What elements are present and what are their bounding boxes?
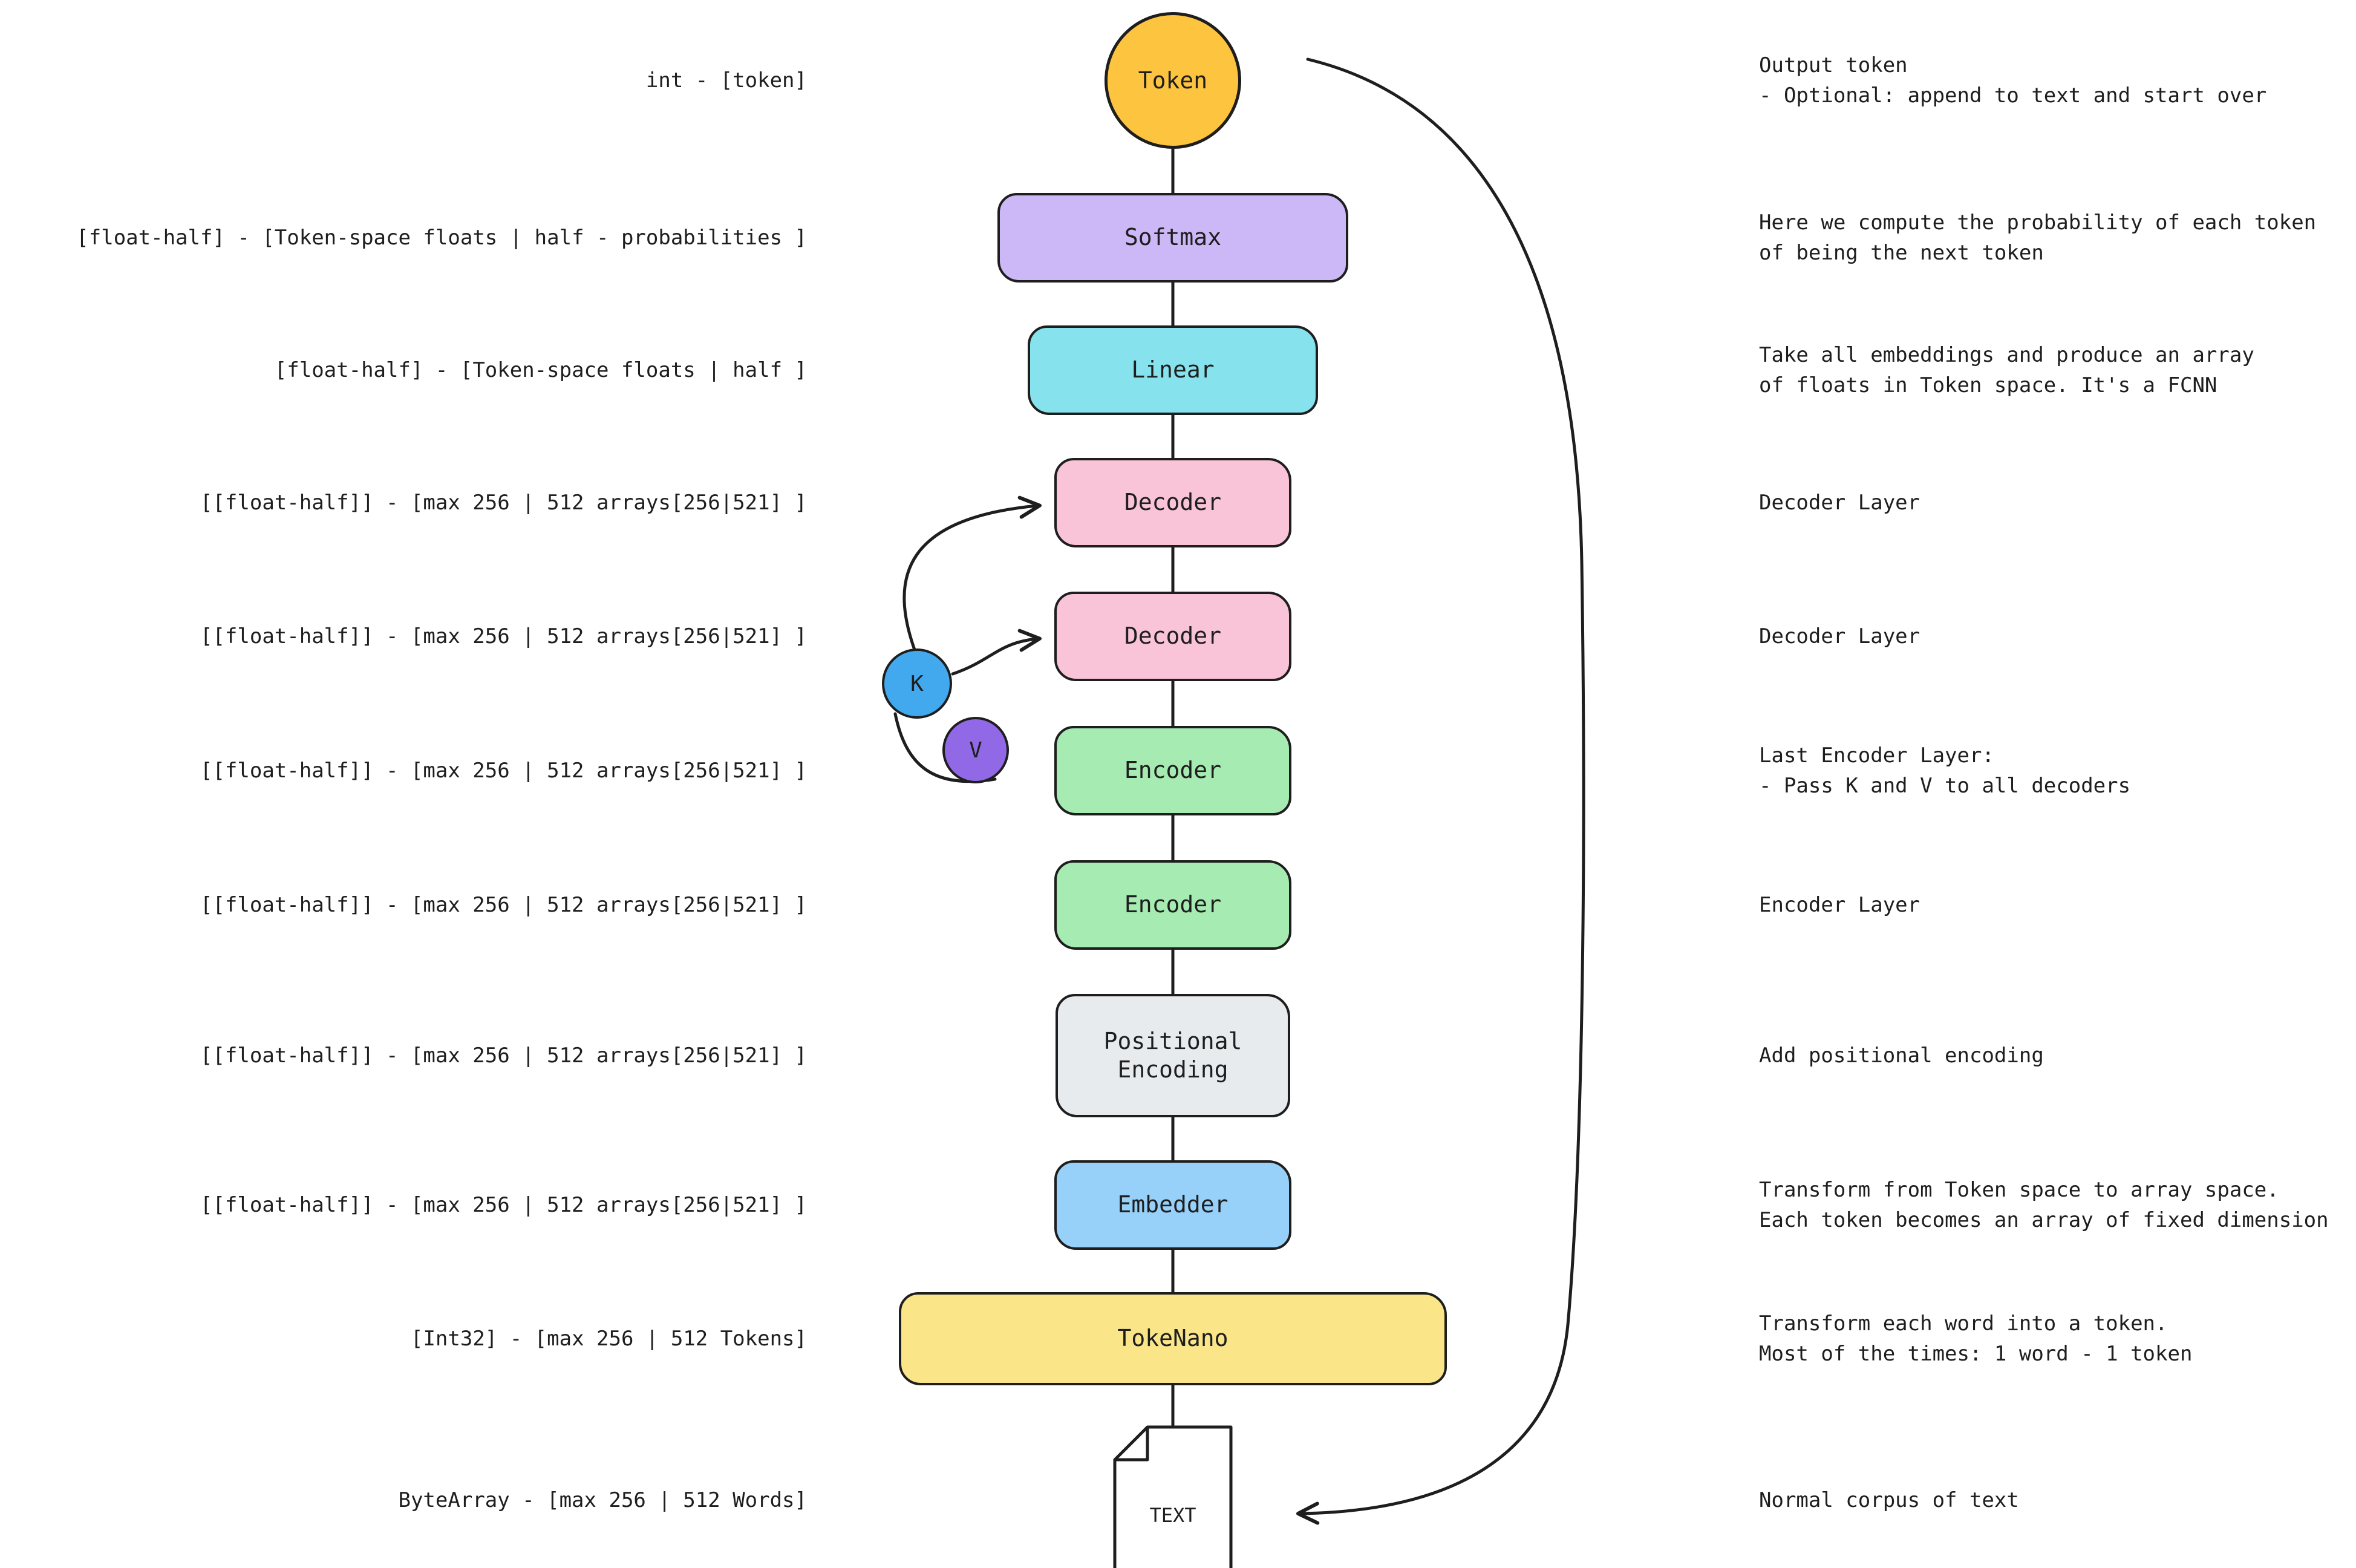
right-note-encoder-1: Last Encoder Layer: - Pass K and V to al… — [1759, 740, 2130, 801]
left-label-positional-encoding: [[float-half]] - [max 256 | 512 arrays[2… — [200, 1044, 807, 1068]
left-label-text: ByteArray - [max 256 | 512 Words] — [398, 1488, 807, 1512]
right-note-linear: Take all embeddings and produce an array… — [1759, 340, 2254, 400]
right-note-token-line-2: - Optional: append to text and start ove… — [1759, 83, 2267, 108]
left-label-encoder-1: [[float-half]] - [max 256 | 512 arrays[2… — [200, 759, 807, 783]
node-linear-label: Linear — [1131, 356, 1215, 384]
node-decoder-1: Decoder — [1054, 458, 1291, 547]
kv-arrow-to-decoder-1 — [902, 495, 1042, 652]
left-label-encoder-2: [[float-half]] - [max 256 | 512 arrays[2… — [200, 893, 807, 917]
right-note-decoder-1: Decoder Layer — [1759, 491, 1920, 515]
right-note-token-line-1: Output token — [1759, 53, 1908, 77]
node-encoder-2-label: Encoder — [1124, 891, 1222, 918]
right-note-embedder: Transform from Token space to array spac… — [1759, 1175, 2329, 1235]
node-softmax-label: Softmax — [1124, 224, 1222, 251]
node-decoder-1-label: Decoder — [1124, 489, 1222, 516]
text-document-icon: TEXT — [1112, 1425, 1233, 1568]
node-encoder-1: Encoder — [1054, 726, 1291, 815]
left-label-token: int - [token] — [645, 68, 807, 93]
node-decoder-2-label: Decoder — [1124, 622, 1222, 650]
right-note-linear-line-1: Take all embeddings and produce an array — [1759, 343, 2254, 367]
right-note-embedder-line-2: Each token becomes an array of fixed dim… — [1759, 1208, 2329, 1232]
right-note-decoder-2: Decoder Layer — [1759, 624, 1920, 648]
text-document-label: TEXT — [1149, 1504, 1196, 1527]
left-label-linear: [float-half] - [Token-space floats | hal… — [274, 358, 807, 382]
node-positional-encoding-label: Positional Encoding — [1103, 1027, 1242, 1083]
right-note-linear-line-2: of floats in Token space. It's a FCNN — [1759, 373, 2217, 397]
left-label-tokenano: [Int32] - [max 256 | 512 Tokens] — [410, 1327, 807, 1351]
node-positional-encoding: Positional Encoding — [1056, 994, 1290, 1117]
node-linear: Linear — [1028, 325, 1318, 415]
kv-arrow-to-decoder-2 — [951, 629, 1042, 676]
left-label-decoder-1: [[float-half]] - [max 256 | 512 arrays[2… — [200, 491, 807, 515]
left-label-decoder-2: [[float-half]] - [max 256 | 512 arrays[2… — [200, 624, 807, 648]
node-decoder-2: Decoder — [1054, 592, 1291, 681]
right-note-encoder-2: Encoder Layer — [1759, 893, 1920, 917]
right-note-softmax: Here we compute the probability of each … — [1759, 207, 2316, 268]
left-label-softmax: [float-half] - [Token-space floats | hal… — [76, 226, 807, 250]
v-badge: V — [942, 717, 1009, 783]
right-note-tokenano-line-1: Transform each word into a token. — [1759, 1312, 2168, 1336]
right-note-softmax-line-2: of being the next token — [1759, 241, 2044, 265]
right-note-positional-encoding: Add positional encoding — [1759, 1044, 2044, 1068]
node-embedder-label: Embedder — [1117, 1191, 1229, 1218]
node-encoder-2: Encoder — [1054, 860, 1291, 950]
right-note-encoder-1-line-1: Last Encoder Layer: — [1759, 743, 1994, 768]
right-note-tokenano-line-2: Most of the times: 1 word - 1 token — [1759, 1342, 2193, 1366]
k-badge: K — [882, 648, 952, 719]
node-token-label: Token — [1138, 67, 1208, 94]
node-softmax: Softmax — [997, 193, 1348, 283]
right-note-token: Output token - Optional: append to text … — [1759, 50, 2266, 111]
node-tokenano: TokeNano — [899, 1292, 1447, 1385]
right-note-embedder-line-1: Transform from Token space to array spac… — [1759, 1178, 2279, 1202]
node-tokenano-label: TokeNano — [1117, 1325, 1229, 1352]
v-badge-label: V — [969, 737, 982, 763]
right-note-encoder-1-line-2: - Pass K and V to all decoders — [1759, 774, 2131, 798]
left-label-embedder: [[float-half]] - [max 256 | 512 arrays[2… — [200, 1193, 807, 1217]
k-badge-label: K — [910, 671, 924, 696]
node-encoder-1-label: Encoder — [1124, 757, 1222, 784]
right-note-tokenano: Transform each word into a token. Most o… — [1759, 1308, 2192, 1369]
right-note-softmax-line-1: Here we compute the probability of each … — [1759, 211, 2317, 235]
node-embedder: Embedder — [1054, 1160, 1291, 1250]
node-token: Token — [1105, 12, 1241, 149]
right-note-text: Normal corpus of text — [1759, 1488, 2019, 1512]
